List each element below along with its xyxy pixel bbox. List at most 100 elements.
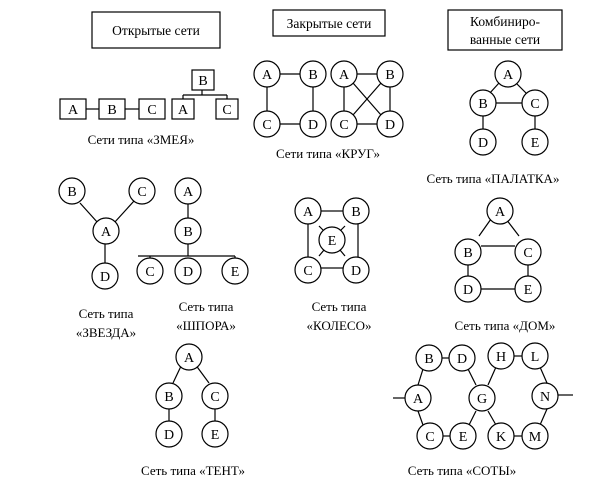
node-label: E <box>531 136 540 151</box>
node-label: C <box>530 97 539 112</box>
node-label: A <box>68 103 79 118</box>
node-label: C <box>339 118 348 133</box>
node-l <box>521 342 549 370</box>
node-label: N <box>540 390 550 405</box>
caption-circle: Сети типа «КРУГ» <box>276 146 380 161</box>
node-d <box>342 256 370 284</box>
node-m <box>521 422 549 450</box>
node-label: C <box>137 185 146 200</box>
node-label: B <box>164 390 173 405</box>
node-a <box>294 197 322 225</box>
node-n <box>531 382 559 410</box>
node-b <box>469 89 497 117</box>
node-label: D <box>100 270 110 285</box>
node-a <box>92 217 120 245</box>
caption-palatka: Сеть типа «ПАЛАТКА» <box>427 171 560 186</box>
node-label: D <box>463 283 473 298</box>
node-c <box>416 422 444 450</box>
node-label: H <box>496 350 506 365</box>
caption-wheel-line2: «КОЛЕСО» <box>307 318 372 333</box>
node-c <box>201 382 229 410</box>
node-a <box>404 384 432 412</box>
header-combined-networks: Комбиниро- ванные сети <box>447 9 563 51</box>
node-b <box>454 238 482 266</box>
node-g <box>468 384 496 412</box>
node-label: L <box>531 350 540 365</box>
node-b <box>342 197 370 225</box>
node-label: A <box>495 205 506 220</box>
node-a <box>174 177 202 205</box>
node-label: B <box>478 97 487 112</box>
node-c <box>253 110 281 138</box>
network-wheel: A B E C D <box>294 197 370 284</box>
network-star: B C A D <box>58 177 156 290</box>
node-label: A <box>184 351 195 366</box>
header-open-text: Открытые сети <box>112 23 200 38</box>
node-label: B <box>351 205 360 220</box>
caption-honeycomb: Сеть типа «СОТЫ» <box>408 463 516 478</box>
caption-wheel-line1: Сеть типа <box>312 299 367 314</box>
node-b <box>155 382 183 410</box>
caption-spur-line2: «ШПОРА» <box>176 318 236 333</box>
caption-house: Сеть типа «ДОМ» <box>455 318 556 333</box>
node-a <box>494 60 522 88</box>
header-closed-networks: Закрытые сети <box>272 9 386 37</box>
header-closed-text: Закрытые сети <box>287 16 372 31</box>
node-a <box>253 60 281 88</box>
node-label: B <box>385 68 394 83</box>
node-label: C <box>523 246 532 261</box>
node-label: A <box>178 103 189 118</box>
node-b <box>98 98 126 120</box>
node-d <box>469 128 497 156</box>
node-label: M <box>529 430 542 445</box>
node-label: E <box>524 283 533 298</box>
node-label: A <box>101 225 112 240</box>
node-e <box>221 257 249 285</box>
network-spur: A B C D E <box>136 177 249 285</box>
node-label: D <box>385 118 395 133</box>
node-label: K <box>496 430 506 445</box>
node-b <box>299 60 327 88</box>
node-c <box>521 89 549 117</box>
node-c <box>294 256 322 284</box>
node-label: D <box>183 265 193 280</box>
node-a <box>330 60 358 88</box>
caption-tent: Сеть типа «ТЕНТ» <box>141 463 245 478</box>
node-label: B <box>463 246 472 261</box>
node-h <box>487 342 515 370</box>
caption-star-line1: Сеть типа <box>79 306 134 321</box>
node-label: C <box>425 430 434 445</box>
network-snake-chain: A B C <box>59 98 166 120</box>
node-e <box>201 420 229 448</box>
node-a <box>486 197 514 225</box>
caption-snake: Сети типа «ЗМЕЯ» <box>88 132 195 147</box>
node-a <box>59 98 87 120</box>
node-label: C <box>210 390 219 405</box>
node-label: D <box>308 118 318 133</box>
node-label: C <box>145 265 154 280</box>
node-label: A <box>413 392 424 407</box>
node-c <box>514 238 542 266</box>
node-c <box>136 257 164 285</box>
caption-star-line2: «ЗВЕЗДА» <box>76 325 136 340</box>
node-label: E <box>459 430 468 445</box>
node-label: A <box>339 68 350 83</box>
node-label: C <box>303 264 312 279</box>
node-label: G <box>477 392 487 407</box>
node-c <box>215 98 239 120</box>
node-label: E <box>211 428 220 443</box>
header-combined-text-line2: ванные сети <box>470 32 540 47</box>
header-combined-text-line1: Комбиниро- <box>470 14 540 29</box>
network-snake-tree: B A C <box>171 69 239 120</box>
node-d <box>448 344 476 372</box>
node-e <box>514 275 542 303</box>
node-b <box>191 69 215 91</box>
node-label: E <box>328 234 337 249</box>
node-label: C <box>262 118 271 133</box>
node-label: C <box>222 103 231 118</box>
network-circle-1: A B C D <box>253 60 327 138</box>
network-circle-2: A B C D <box>330 60 404 138</box>
node-e <box>318 226 346 254</box>
node-label: D <box>351 264 361 279</box>
